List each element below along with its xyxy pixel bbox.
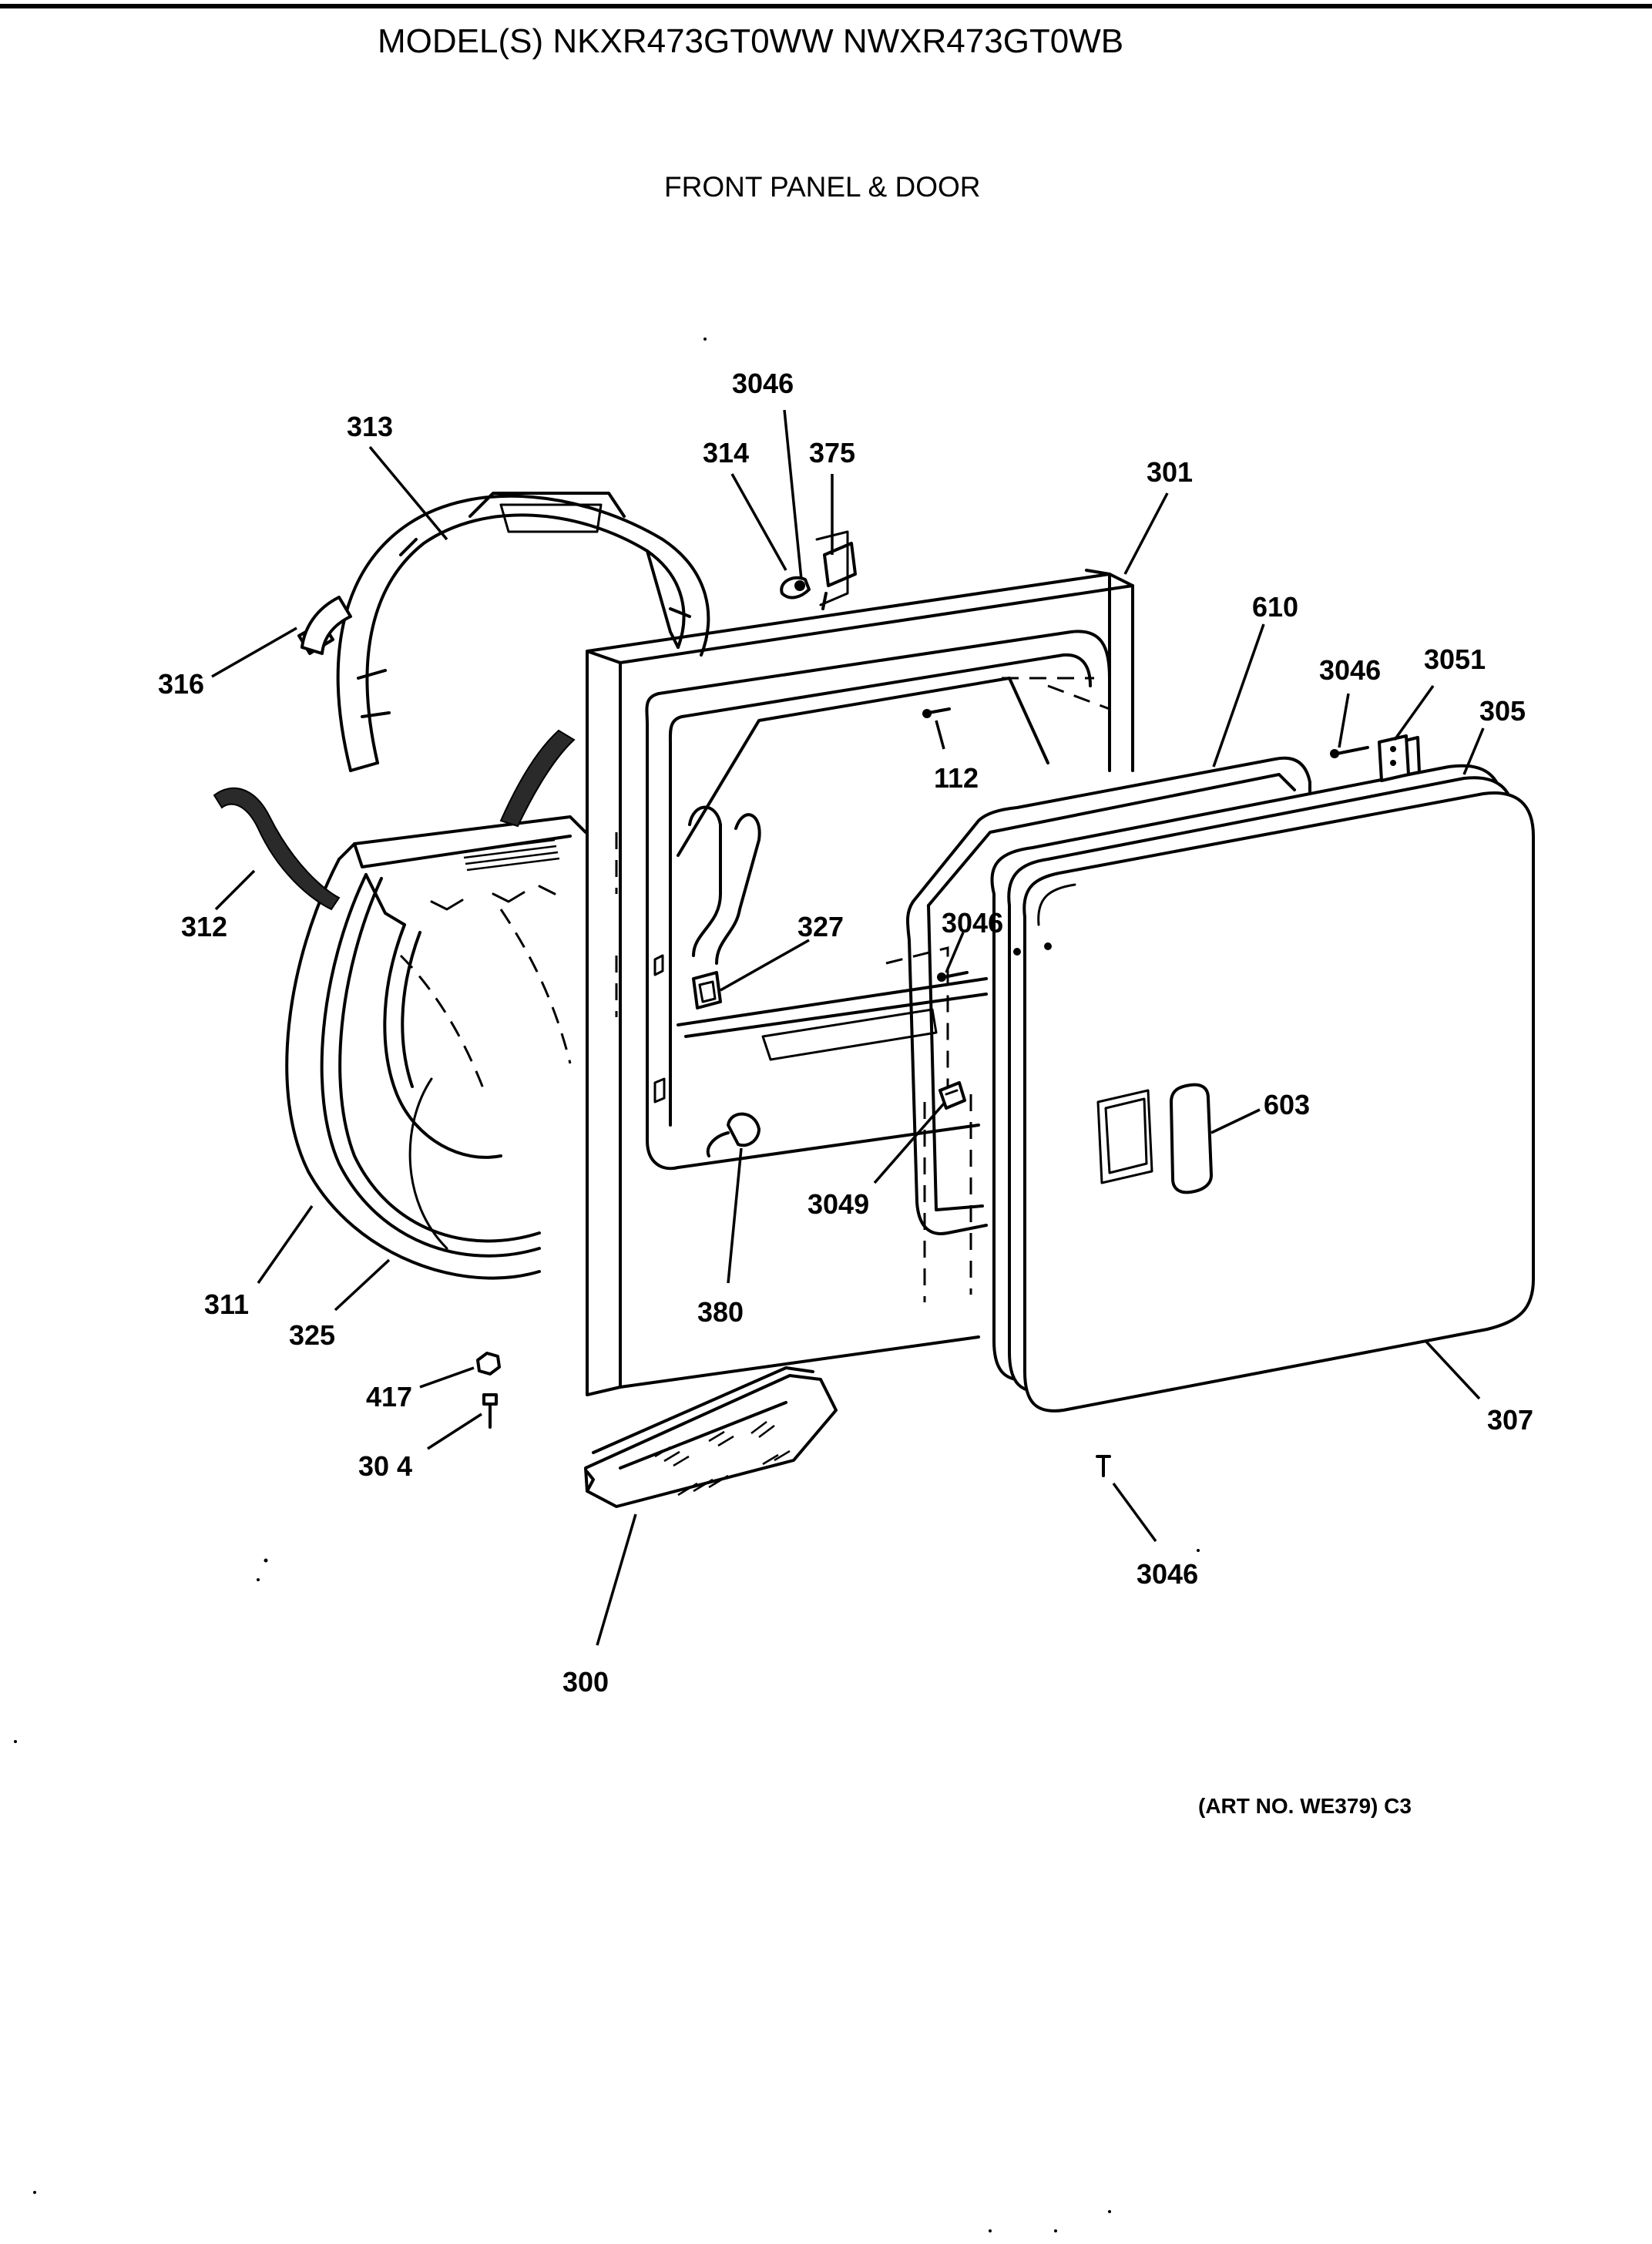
leader-301 — [1123, 492, 1169, 575]
leader-3051 — [1393, 684, 1435, 741]
callout-327: 327 — [797, 911, 844, 942]
leader-327 — [720, 939, 810, 992]
part-610-door-gasket — [906, 756, 1311, 1235]
leader-300 — [596, 1513, 637, 1646]
callout-314: 314 — [703, 437, 749, 469]
leader-603 — [1210, 1108, 1261, 1134]
part-3046-door-screw — [937, 971, 969, 982]
callout-3051: 3051 — [1424, 643, 1486, 675]
callout-603: 603 — [1264, 1089, 1310, 1120]
leader-112 — [935, 720, 945, 750]
part-112-screw — [922, 707, 951, 718]
part-3046-bottom-screw — [1096, 1455, 1111, 1477]
part-301-front-panel — [586, 569, 1134, 1396]
callout-307: 307 — [1487, 1404, 1533, 1436]
leader-3046-right — [1338, 693, 1350, 748]
part-316-felt-pad — [297, 596, 352, 655]
callout-304: 30 4 — [358, 1450, 412, 1482]
callout-312: 312 — [181, 911, 227, 942]
part-325-drum-seal — [320, 873, 541, 1258]
leader-307 — [1424, 1339, 1481, 1400]
model-header: MODEL(S) NKXR473GT0WW NWXR473GT0WB — [378, 22, 1123, 60]
callout-3049: 3049 — [808, 1188, 869, 1220]
leader-325 — [334, 1258, 391, 1312]
callout-3046-bottom: 3046 — [1137, 1558, 1198, 1590]
part-3046-hinge-screw — [1330, 746, 1369, 758]
part-417-nut — [476, 1352, 501, 1376]
part-313-drum-bearing-ring — [336, 492, 710, 772]
part-380-connector — [706, 1112, 761, 1157]
part-304-screw — [482, 1393, 498, 1429]
part-3051-hinge — [1378, 734, 1421, 782]
callout-301: 301 — [1147, 456, 1193, 488]
leader-3046-bottom — [1112, 1482, 1157, 1543]
art-number: (ART NO. WE379) C3 — [1198, 1794, 1412, 1818]
part-seal-upper — [499, 729, 576, 828]
callout-316: 316 — [158, 668, 204, 700]
callout-300: 300 — [562, 1666, 609, 1698]
leader-305 — [1462, 727, 1485, 775]
callout-3046-door: 3046 — [942, 907, 1003, 939]
part-327-door-switch — [692, 971, 722, 1009]
part-314-375-latch — [780, 530, 857, 610]
leader-417 — [419, 1366, 475, 1389]
part-300-toe-panel — [584, 1366, 838, 1508]
callout-325: 325 — [289, 1319, 335, 1351]
leader-3049 — [873, 1102, 945, 1184]
part-311-front-bulkhead — [285, 815, 587, 1280]
scan-specks — [14, 338, 1200, 2232]
callout-3046-right: 3046 — [1319, 654, 1381, 686]
part-312-felt-seal — [213, 787, 341, 911]
leader-380 — [727, 1147, 743, 1284]
callout-313: 313 — [347, 411, 393, 442]
leader-314 — [730, 473, 787, 571]
callout-311: 311 — [204, 1288, 249, 1320]
callout-375: 375 — [809, 437, 855, 469]
leader-313 — [368, 445, 448, 541]
leader-3046-door — [945, 932, 965, 973]
callout-417: 417 — [366, 1381, 412, 1413]
part-3049-door-striker — [938, 1081, 966, 1110]
callout-380: 380 — [697, 1296, 744, 1328]
section-title: FRONT PANEL & DOOR — [664, 171, 981, 203]
leader-312 — [214, 869, 256, 911]
part-307-door-outer — [1007, 776, 1535, 1413]
callout-305: 305 — [1479, 695, 1526, 727]
leader-311 — [257, 1204, 314, 1285]
callout-112: 112 — [934, 762, 979, 794]
leader-316 — [211, 627, 297, 678]
callout-3046-top: 3046 — [732, 368, 794, 399]
leader-610 — [1212, 623, 1265, 768]
leader-lines — [211, 409, 1485, 1646]
leader-304 — [427, 1413, 482, 1450]
callout-610: 610 — [1252, 591, 1298, 623]
leader-3046-top — [783, 409, 803, 580]
